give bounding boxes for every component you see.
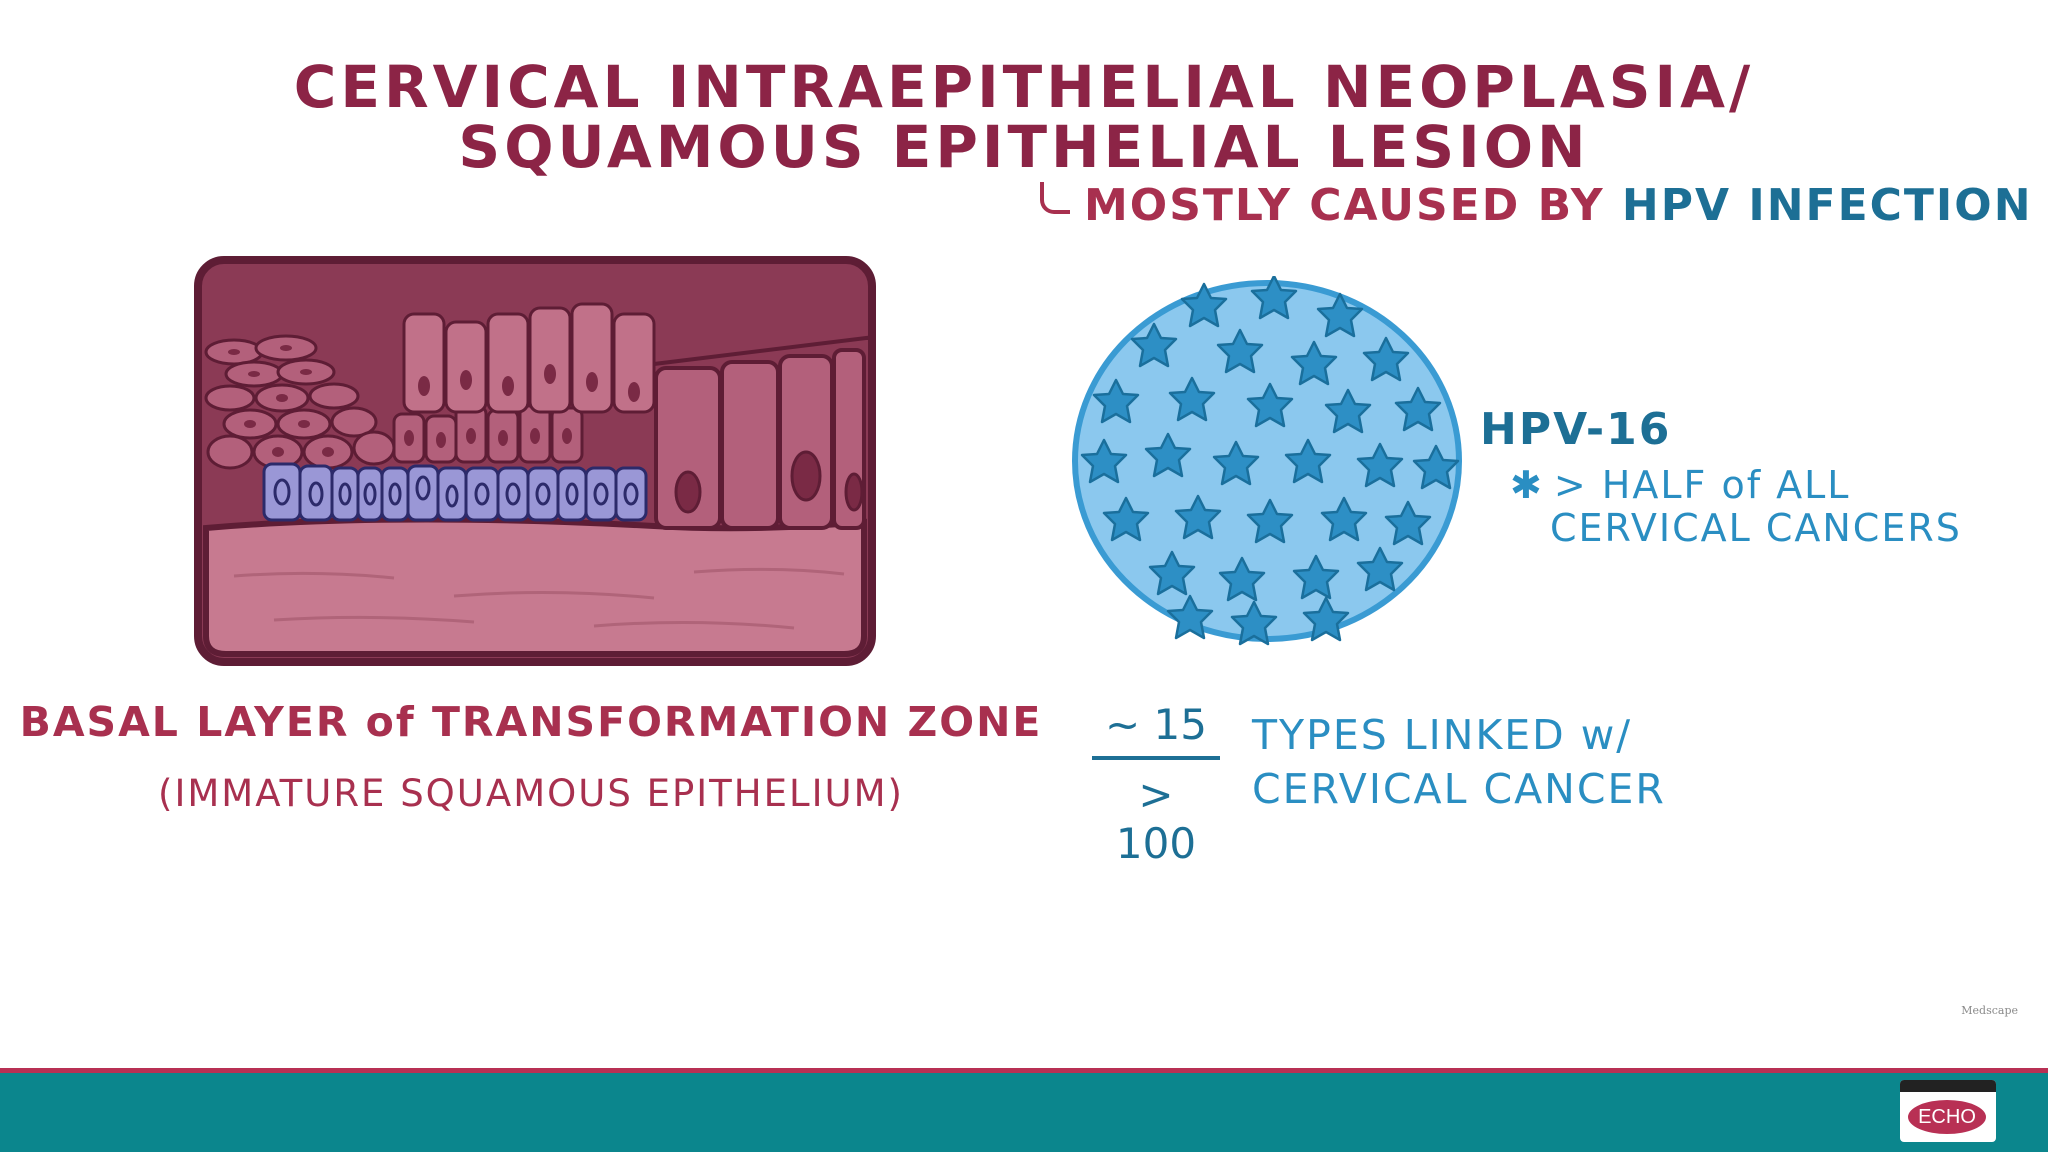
echo-logo: ECHO (1900, 1080, 1996, 1142)
epithelium-illustration (194, 256, 876, 666)
logo-text: ECHO (1908, 1100, 1986, 1134)
hpv-note-line-1: > HALF of ALL (1553, 463, 1851, 507)
brand-watermark: Medscape (1961, 1004, 2018, 1017)
basal-layer-caption: BASAL LAYER of TRANSFORMATION ZONE (19, 698, 1043, 746)
asterisk-icon: ✱ (1510, 463, 1544, 507)
types-linked-text: TYPES LINKED w/ CERVICAL CANCER (1252, 708, 1666, 816)
footer-bar (0, 1073, 2048, 1152)
hpv-16-note: ✱> HALF of ALL CERVICAL CANCERS (1510, 464, 1962, 550)
hpv-types-fraction: ~ 15 > 100 (1092, 700, 1220, 868)
immature-epithelium-caption: (IMMATURE SQUAMOUS EPITHELIUM) (158, 772, 904, 815)
hpv-virus-illustration (1072, 276, 1462, 646)
title-line-1: CERVICAL INTRAEPITHELIAL NEOPLASIA/ (293, 53, 1755, 121)
fraction-bar (1092, 756, 1220, 760)
cause-subtitle: MOSTLY CAUSED BY HPV INFECTION (1040, 180, 2033, 231)
subtitle-prefix: MOSTLY CAUSED BY (1084, 180, 1622, 231)
fraction-numerator: ~ 15 (1105, 700, 1207, 749)
subtitle-hpv: HPV INFECTION (1621, 180, 2033, 231)
title-line-2: SQUAMOUS EPITHELIAL LESION (458, 113, 1590, 181)
connector-hook-icon (1040, 182, 1070, 214)
footer-divider (0, 1068, 2048, 1073)
hpv-16-label: HPV-16 (1480, 404, 1672, 455)
hpv-note-line-2: CERVICAL CANCERS (1550, 506, 1962, 550)
logo-band (1900, 1080, 1996, 1092)
types-line-1: TYPES LINKED w/ (1252, 711, 1633, 759)
fraction-denominator: > 100 (1115, 770, 1197, 868)
types-line-2: CERVICAL CANCER (1252, 765, 1666, 813)
